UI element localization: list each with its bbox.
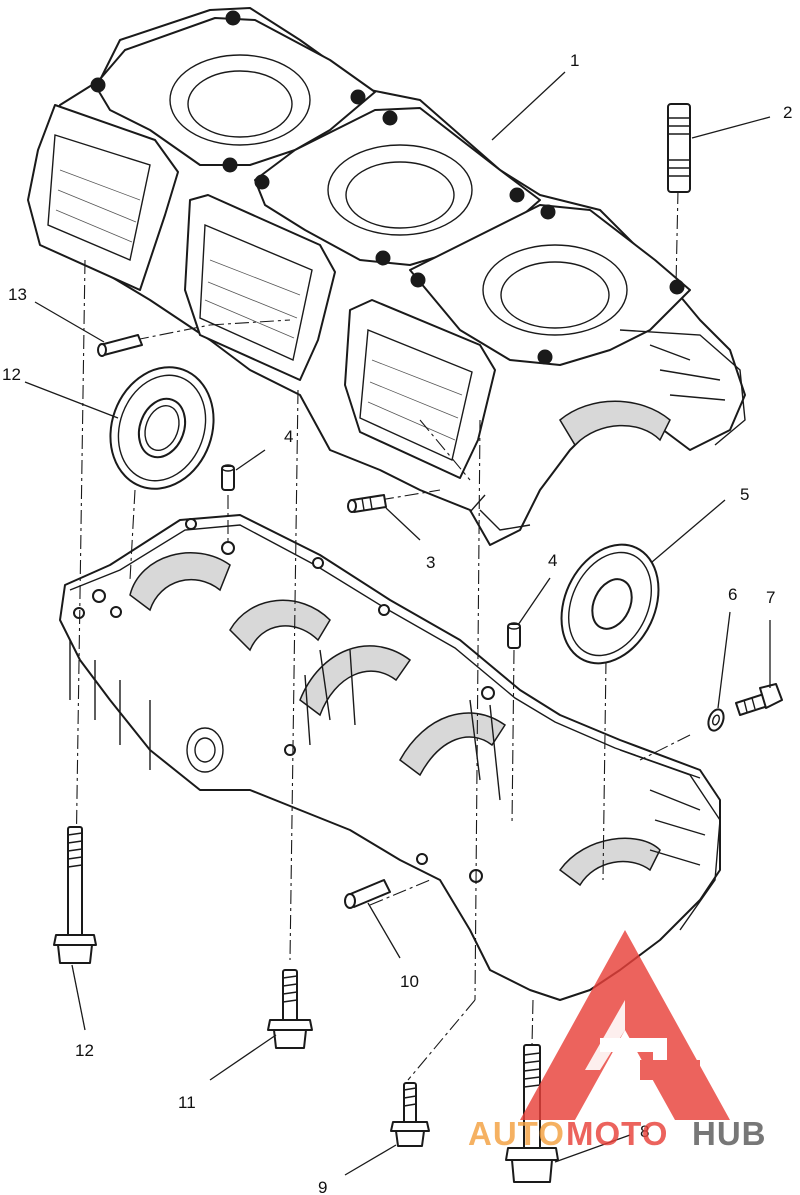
callout-12: 12 — [75, 1041, 94, 1060]
seal-part-5 — [560, 543, 660, 665]
lower-crankcase — [59, 514, 721, 1001]
bolt-part-11 — [267, 969, 313, 1049]
upper-crankcase — [27, 7, 746, 546]
watermark-text-auto: AUTO — [468, 1115, 565, 1152]
callout-13: 12 — [2, 365, 21, 384]
callout-8: 8 — [640, 1122, 649, 1141]
bolt-part-7 — [735, 683, 783, 716]
callout-11: 11 — [178, 1093, 196, 1112]
bolt-part-8 — [505, 1044, 559, 1183]
dowel-pin-part-4-lower — [507, 622, 521, 649]
callout-9: 9 — [318, 1178, 327, 1195]
seal-part-13 — [109, 366, 215, 490]
dowel-pin-part-4-upper — [221, 464, 235, 491]
washer-part-6 — [707, 708, 725, 732]
callout-labels: 1 2 13 12 4 5 3 4 6 7 10 12 11 8 9 — [2, 51, 792, 1195]
center-lines — [74, 189, 691, 1081]
dowel-part-14 — [97, 334, 143, 357]
leader-lines — [24, 71, 771, 1176]
watermark-logo-icon — [520, 930, 730, 1120]
pin-part-3 — [347, 494, 387, 513]
callout-7: 7 — [766, 588, 775, 607]
automotohub-watermark: AUTO MOTO HUB — [468, 930, 767, 1152]
bolt-part-9 — [390, 1082, 430, 1147]
pin-part-10 — [344, 879, 391, 909]
watermark-text-moto: MOTO — [566, 1115, 668, 1152]
callout-4-upper: 4 — [284, 427, 293, 446]
callout-10: 10 — [400, 972, 419, 991]
callout-1: 1 — [570, 51, 579, 70]
stud-part-2 — [667, 103, 691, 193]
bolt-part-12 — [53, 826, 97, 964]
watermark-text-hub: HUB — [692, 1115, 767, 1152]
callout-6: 6 — [728, 585, 737, 604]
callout-5: 5 — [740, 485, 749, 504]
callout-14: 13 — [8, 285, 27, 304]
callout-2: 2 — [783, 103, 792, 122]
callout-3: 3 — [426, 553, 435, 572]
callout-4-lower: 4 — [548, 551, 557, 570]
